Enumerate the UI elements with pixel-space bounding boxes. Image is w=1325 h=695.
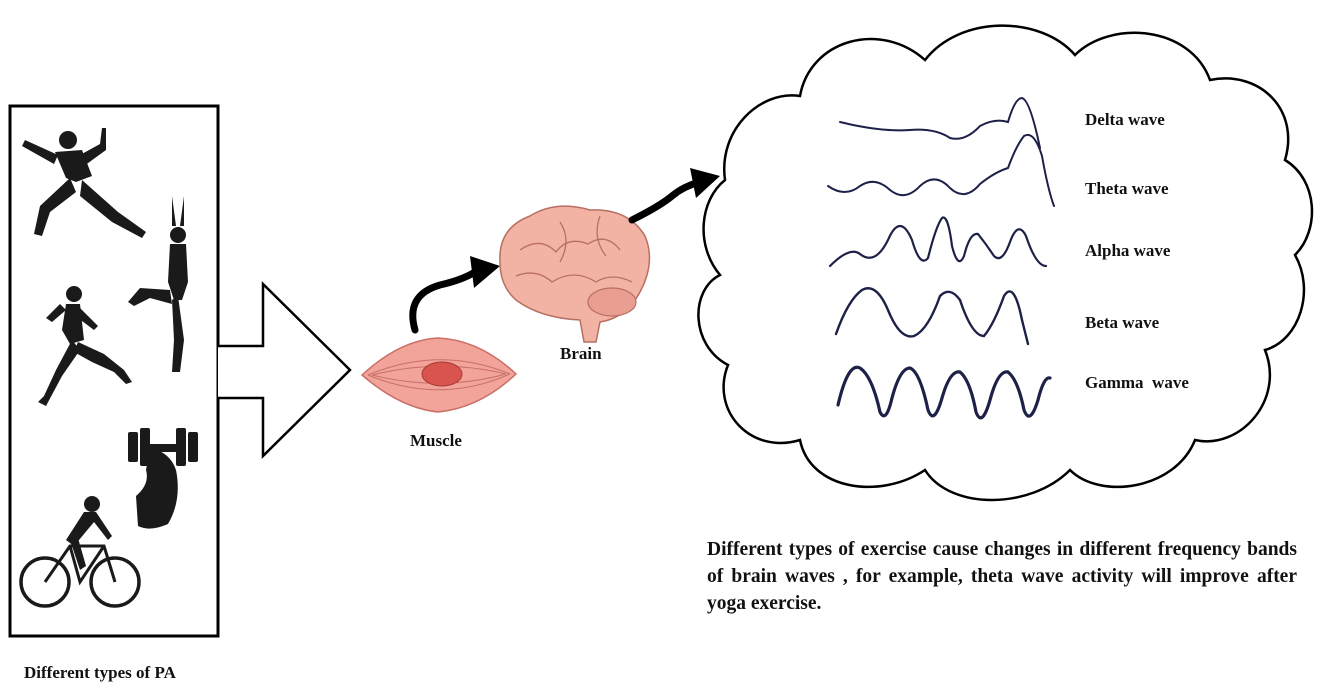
pa-label: Different types of PA — [24, 663, 176, 682]
brain-label: Brain — [560, 344, 602, 363]
yoga-person-icon — [128, 196, 188, 372]
alpha-wave-line — [828, 216, 1048, 268]
thought-cloud — [697, 24, 1314, 502]
muscle-label: Muscle — [410, 431, 462, 450]
arrow-brain-to-cloud — [628, 178, 704, 224]
beta-wave-line — [834, 287, 1030, 346]
running-person-icon — [38, 286, 132, 406]
cyclist-icon — [19, 496, 141, 608]
waves-group — [827, 96, 1055, 420]
muscle-icon — [360, 337, 518, 413]
brain-icon — [499, 205, 651, 343]
delta-wave-label: Delta wave — [1085, 110, 1165, 129]
theta-wave-line — [827, 134, 1055, 207]
tai-chi-person-icon — [22, 128, 146, 238]
caption-text: Different types of exercise cause change… — [707, 539, 1297, 614]
delta-wave-line — [839, 96, 1041, 149]
arrow-muscle-to-brain-head — [470, 256, 500, 288]
alpha-wave-label: Alpha wave — [1085, 241, 1171, 260]
arrow-muscle-to-brain — [409, 268, 479, 334]
gamma-wave-label: Gamma wave — [1085, 373, 1189, 392]
beta-wave-label: Beta wave — [1085, 313, 1160, 332]
big-arrow — [218, 281, 352, 459]
arrow-brain-to-cloud-head — [690, 168, 720, 198]
theta-wave-label: Theta wave — [1085, 179, 1169, 198]
gamma-wave-line — [836, 365, 1052, 420]
dumbbell-arm-icon — [128, 428, 198, 529]
